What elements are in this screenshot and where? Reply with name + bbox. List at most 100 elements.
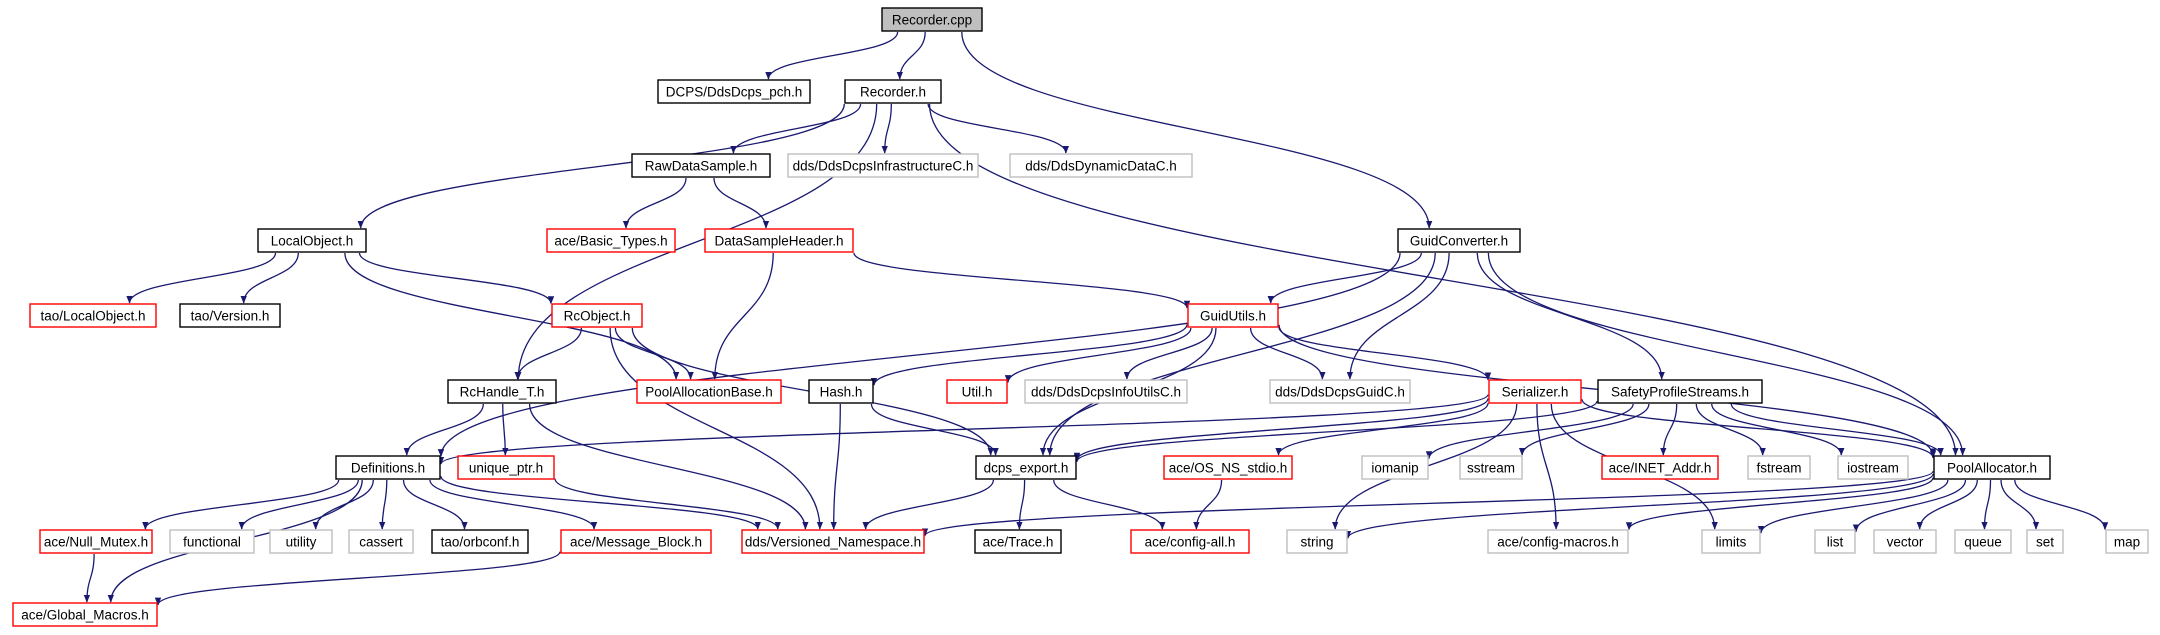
node-box: [975, 455, 1077, 480]
node-config-all[interactable]: ace/config-all.h: [1130, 529, 1250, 554]
node-tao-version[interactable]: tao/Version.h: [179, 303, 281, 328]
edge-recorder_cpp-to-dcps_pch: [765, 31, 899, 80]
edge-definitions-to-null_mutex: [142, 479, 340, 530]
node-definitions[interactable]: Definitions.h: [335, 455, 441, 480]
node-dcps-export[interactable]: dcps_export.h: [975, 455, 1077, 480]
node-global-macros[interactable]: ace/Global_Macros.h: [12, 602, 158, 627]
node-box: [808, 379, 874, 404]
node-label: unique_ptr.h: [469, 461, 543, 476]
node-orbconf[interactable]: tao/orbconf.h: [431, 529, 529, 554]
node-serializer[interactable]: Serializer.h: [1488, 379, 1582, 404]
node-box: [1597, 379, 1763, 404]
node-label: Definitions.h: [351, 461, 425, 476]
node-box: [1024, 379, 1188, 404]
edge-message_block-to-global_macros: [154, 551, 561, 606]
edge-definitions-to-functional: [238, 479, 359, 530]
node-box: [169, 529, 255, 554]
node-dcps-pch[interactable]: DCPS/DdsDcps_pch.h: [657, 79, 811, 104]
node-cassert: cassert: [348, 529, 414, 554]
node-box: [1286, 529, 1348, 554]
edge-guid_utils-to-serializer: [1278, 326, 1492, 381]
node-label: ace/OS_NS_stdio.h: [1169, 461, 1288, 476]
node-recorder-h[interactable]: Recorder.h: [844, 79, 942, 104]
edge-guid_utils-to-util_h: [1004, 327, 1192, 384]
node-versioned-ns[interactable]: dds/Versioned_Namespace.h: [741, 529, 925, 554]
node-data-sample-header[interactable]: DataSampleHeader.h: [704, 228, 854, 253]
node-tao-local-object[interactable]: tao/LocalObject.h: [29, 303, 157, 328]
node-label: PoolAllocationBase.h: [645, 385, 773, 400]
node-label: vector: [1887, 535, 1924, 550]
edge-pool_allocator-to-queue: [1981, 479, 1992, 530]
node-box: [1269, 379, 1411, 404]
node-label: tao/Version.h: [191, 309, 270, 324]
node-local-object[interactable]: LocalObject.h: [257, 228, 367, 253]
edge-raw_data_sample-to-basic_types: [622, 177, 687, 229]
node-label: limits: [1716, 535, 1747, 550]
edge-safety_streams-to-iomanip: [1425, 403, 1634, 460]
node-basic-types[interactable]: ace/Basic_Types.h: [546, 228, 676, 253]
node-config-macros: ace/config-macros.h: [1487, 529, 1629, 554]
node-box: [12, 602, 158, 627]
node-box: [431, 529, 529, 554]
node-box: [844, 79, 942, 104]
node-ace-trace[interactable]: ace/Trace.h: [974, 529, 1062, 554]
node-label: iostream: [1847, 461, 1899, 476]
node-message-block[interactable]: ace/Message_Block.h: [560, 529, 712, 554]
edge-serializer-to-dcps_export: [1073, 398, 1489, 461]
node-guid-c: dds/DdsDcpsGuidC.h: [1269, 379, 1411, 404]
node-box: [551, 303, 643, 328]
node-box: [1837, 455, 1909, 480]
edge-serializer-to-definitions: [438, 394, 1489, 465]
edge-safety_streams-to-iostream: [1711, 403, 1845, 456]
node-guid-utils[interactable]: GuidUtils.h: [1187, 303, 1279, 328]
node-guid-converter[interactable]: GuidConverter.h: [1397, 228, 1521, 253]
node-hash-h[interactable]: Hash.h: [808, 379, 874, 404]
edge-pool_allocator-to-vector: [1916, 479, 1978, 530]
node-recorder-cpp[interactable]: Recorder.cpp: [881, 7, 983, 32]
node-label: sstream: [1467, 461, 1515, 476]
node-box: [1954, 529, 2012, 554]
node-unique-ptr[interactable]: unique_ptr.h: [457, 455, 555, 480]
edge-definitions-to-orbconf: [402, 479, 468, 530]
node-util-h[interactable]: Util.h: [946, 379, 1008, 404]
node-infra-c: dds/DdsDcpsInfrastructureC.h: [787, 153, 979, 178]
node-box: [1130, 529, 1250, 554]
node-label: DataSampleHeader.h: [714, 234, 843, 249]
edge-safety_streams-to-inet_addr: [1660, 403, 1678, 456]
node-null-mutex[interactable]: ace/Null_Mutex.h: [39, 529, 153, 554]
node-label: ace/Null_Mutex.h: [44, 535, 148, 550]
edge-pool_allocator-to-set: [2000, 479, 2040, 530]
edge-serializer-to-pool_allocator: [1581, 399, 1937, 459]
node-safety-streams[interactable]: SafetyProfileStreams.h: [1597, 379, 1763, 404]
node-label: LocalObject.h: [271, 234, 354, 249]
node-label: ace/Message_Block.h: [570, 535, 702, 550]
node-os-ns-stdio[interactable]: ace/OS_NS_stdio.h: [1163, 455, 1293, 480]
edge-hash_h-to-versioned_ns: [830, 403, 841, 530]
node-box: [546, 228, 676, 253]
node-label: dds/DdsDcpsInfoUtilsC.h: [1031, 385, 1181, 400]
edge-recorder_h-to-infra_c: [881, 103, 892, 154]
node-functional: functional: [169, 529, 255, 554]
node-label: utility: [286, 535, 317, 550]
node-inet-addr[interactable]: ace/INET_Addr.h: [1601, 455, 1719, 480]
edge-recorder_cpp-to-recorder_h: [896, 31, 926, 80]
node-label: dds/DdsDynamicDataC.h: [1025, 159, 1177, 174]
node-list: list: [1814, 529, 1856, 554]
node-label: GuidUtils.h: [1200, 309, 1266, 324]
node-rc-object[interactable]: RcObject.h: [551, 303, 643, 328]
node-box: [1933, 455, 2051, 480]
edge-local_object-to-tao_local_object: [126, 252, 277, 304]
edge-guid_converter-to-guid_utils: [1267, 252, 1422, 304]
node-raw-data-sample[interactable]: RawDataSample.h: [631, 153, 771, 178]
node-label: set: [2036, 535, 2054, 550]
node-sstream: sstream: [1459, 455, 1523, 480]
node-box: [257, 228, 367, 253]
node-rc-handle[interactable]: RcHandle_T.h: [447, 379, 557, 404]
edge-definitions-to-versioned_ns: [440, 476, 761, 530]
node-pool-alloc-base[interactable]: PoolAllocationBase.h: [636, 379, 782, 404]
node-pool-allocator[interactable]: PoolAllocator.h: [1933, 455, 2051, 480]
node-box: [269, 529, 333, 554]
edge-dcps_export-to-config_all: [1053, 479, 1166, 530]
edge-local_object-to-pool_alloc_base: [344, 252, 680, 380]
